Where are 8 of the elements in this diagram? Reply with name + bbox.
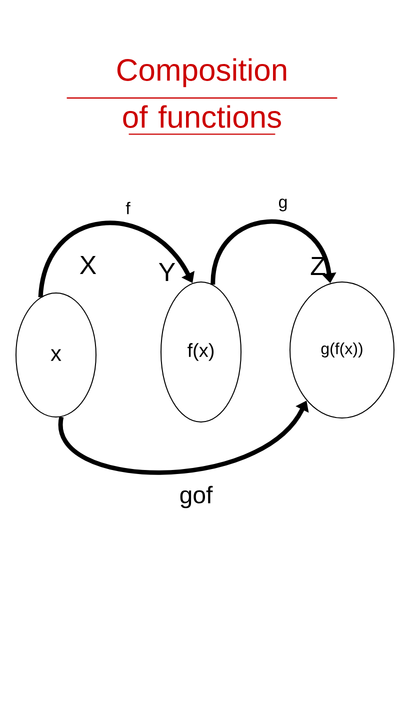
edge-label: g: [277, 198, 289, 212]
edge-label: f: [124, 200, 132, 216]
edge-label: gof: [178, 484, 214, 510]
set-label: Y: [158, 263, 176, 281]
arrow: [210, 220, 336, 285]
title: Composition of functions: [66, 58, 338, 135]
arrow: [38, 221, 195, 298]
set-label: X: [80, 256, 96, 274]
